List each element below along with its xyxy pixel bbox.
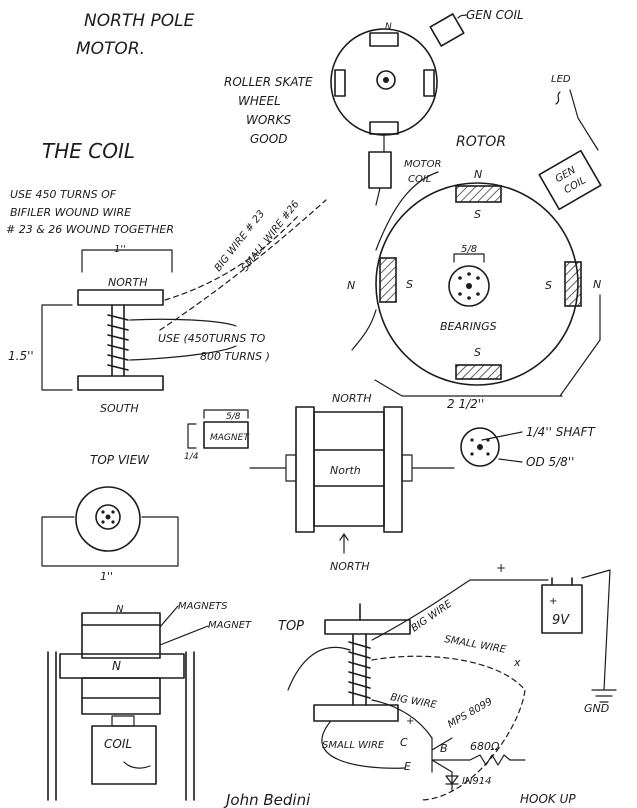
- rotor-n-left: N: [347, 279, 355, 292]
- small-magnet-dim-14: 1/4: [184, 452, 199, 462]
- roller-note-1: ROLLER SKATE: [224, 75, 313, 89]
- roller-note-4: GOOD: [250, 132, 287, 146]
- small-magnet-label: MAGNET: [210, 433, 250, 443]
- transistor-label: MPS 8099: [446, 696, 494, 730]
- stack-north-top: NORTH: [332, 392, 372, 405]
- top-wheel: [330, 28, 438, 206]
- assembly-drawing: [47, 605, 209, 801]
- coil-note-2: BIFILER WOUND WIRE: [10, 206, 131, 219]
- battery-plus-terminal: +: [549, 596, 557, 607]
- rotor-magnet-left: [379, 257, 397, 303]
- small-magnet-dim-58: 5/8: [226, 412, 241, 422]
- transistor-plus: +: [406, 716, 414, 727]
- circuit-small-wire-bottom: SMALL WIRE: [322, 740, 385, 751]
- led-label: LED: [551, 74, 571, 85]
- rotor-s-bottom: S: [474, 346, 481, 359]
- rotor-magnet-bottom: [455, 364, 502, 380]
- motor-coil-label-2: COIL: [408, 174, 431, 185]
- hook-up-label: HOOK UP: [520, 792, 576, 806]
- rotor-s-left: S: [406, 278, 413, 291]
- circuit-x-mark: x: [513, 656, 521, 669]
- circuit-wiring: [321, 579, 549, 801]
- roller-note-2: WHEEL: [238, 94, 281, 108]
- magnet-stack: [249, 406, 455, 554]
- rotor-dim-58: 5/8: [461, 244, 477, 255]
- shaft-label: 1/4'' SHAFT: [526, 425, 596, 439]
- od-label: OD 5/8'': [526, 455, 574, 469]
- gen-coil-top-label: GEN COIL: [466, 8, 524, 22]
- rotor-s-right: S: [545, 279, 552, 292]
- rotor-diameter-label: 2 1/2'': [447, 397, 484, 411]
- assembly-n-top: N: [116, 604, 124, 615]
- diode-label: IN914: [462, 776, 492, 787]
- coil-note-3: # 23 & 26 WOUND TOGETHER: [6, 223, 174, 236]
- assembly-magnets-label: MAGNETS: [178, 601, 228, 612]
- shaft-detail: [460, 427, 523, 467]
- battery-label: 9V: [552, 613, 570, 628]
- circuit-coil: [287, 603, 411, 722]
- circuit-big-wire-top: BIG WIRE: [409, 598, 454, 634]
- stack-north-mid: North: [330, 464, 361, 477]
- coil-drawing: [41, 249, 237, 391]
- coil-title: THE COIL: [42, 139, 135, 163]
- rotor-drawing: [351, 171, 601, 397]
- assembly-n-mid: N: [112, 659, 121, 673]
- title-line-1: NORTH POLE: [84, 11, 195, 31]
- circuit-top-label: TOP: [278, 619, 304, 634]
- battery-9v: [541, 569, 617, 703]
- battery-plus-label: +: [496, 561, 506, 575]
- stack-north-bottom: NORTH: [330, 560, 370, 573]
- top-wheel-n: N: [385, 22, 392, 32]
- coil-south-label: SOUTH: [100, 402, 139, 415]
- resistor-label: 680Ω: [470, 740, 500, 753]
- collector-label: C: [400, 736, 408, 749]
- bearings-label: BEARINGS: [440, 320, 497, 333]
- turns-note-1: USE (450TURNS TO: [158, 332, 266, 345]
- signature: John Bedini: [223, 791, 311, 808]
- circuit-small-wire-top: SMALL WIRE: [443, 634, 507, 656]
- roller-note-3: WORKS: [246, 113, 292, 127]
- gnd-label: GND: [584, 702, 609, 715]
- coil-height-label: 1.5'': [8, 349, 34, 363]
- coil-note-1: USE 450 TURNS OF: [10, 188, 117, 201]
- motor-coil-label-1: MOTOR: [404, 159, 441, 170]
- gen-coil-right: [538, 89, 602, 211]
- coil-wires: [159, 199, 327, 331]
- base-label: B: [440, 742, 448, 755]
- emitter-label: E: [404, 760, 411, 773]
- title-line-2: MOTOR.: [76, 39, 145, 59]
- assembly-coil-label: COIL: [104, 737, 132, 751]
- gen-coil-top: [429, 13, 467, 47]
- rotor-n-right: N: [593, 278, 601, 291]
- rotor-s-top: S: [474, 208, 481, 221]
- small-magnet-sketch: [187, 409, 249, 449]
- rotor-magnet-right: [564, 261, 582, 307]
- rotor-title: ROTOR: [456, 134, 506, 150]
- rotor-magnet-top: [455, 185, 502, 203]
- top-view-drawing: [41, 486, 179, 567]
- rotor-n-top: N: [474, 168, 482, 181]
- top-view-width-label: 1'': [100, 570, 113, 583]
- coil-width-label: 1'': [114, 244, 126, 255]
- turns-note-2: 800 TURNS ): [200, 350, 270, 363]
- coil-north-label: NORTH: [108, 276, 148, 289]
- top-view-label: TOP VIEW: [90, 453, 150, 467]
- assembly-magnet-label: MAGNET: [208, 620, 252, 631]
